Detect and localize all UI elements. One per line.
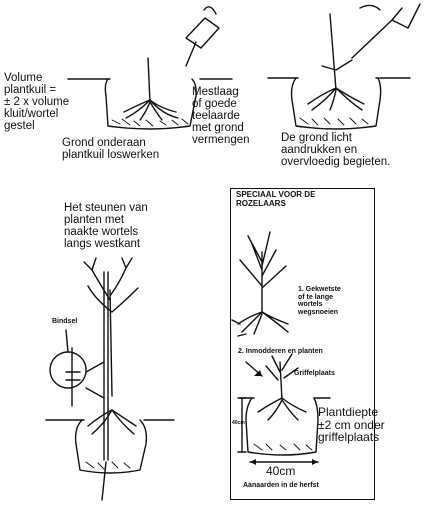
staking-title: Het steunen van planten met naakte worte… (64, 202, 148, 250)
depth-40cm-label: 40cm (232, 421, 245, 426)
tie-label: Bindsel (52, 318, 77, 326)
staking-drawing (46, 258, 174, 500)
roses-special-box (230, 188, 375, 500)
graft-point-label: Griffelplaats (294, 370, 335, 378)
roses-step-2-label: 2. Inmodderen en planten (238, 348, 323, 356)
press-and-water-label: De grond licht aandrukken en overvloedig… (281, 132, 390, 168)
manure-label: Mestlaag of goede teelaarde met grond ve… (192, 86, 250, 146)
volume-label: Volume plantkuil = ± 2 x volume kluit/wo… (4, 72, 69, 132)
loosen-soil-label: Grond onderaan plantkuil loswerken (62, 137, 159, 161)
roses-header: SPECIAAL VOOR DE ROZELAARS (236, 191, 315, 209)
pit-width-label: 40cm (266, 465, 295, 478)
watering-drawing (268, 4, 420, 129)
roses-footer-label: Aanaarden in de herfst (243, 482, 319, 490)
roses-step-1-label: 1. Gekwetste of te lange wortels wegsnoe… (298, 286, 341, 317)
planting-depth-label: Plantdiepte ±2 cm onder griffelplaats (318, 406, 385, 444)
